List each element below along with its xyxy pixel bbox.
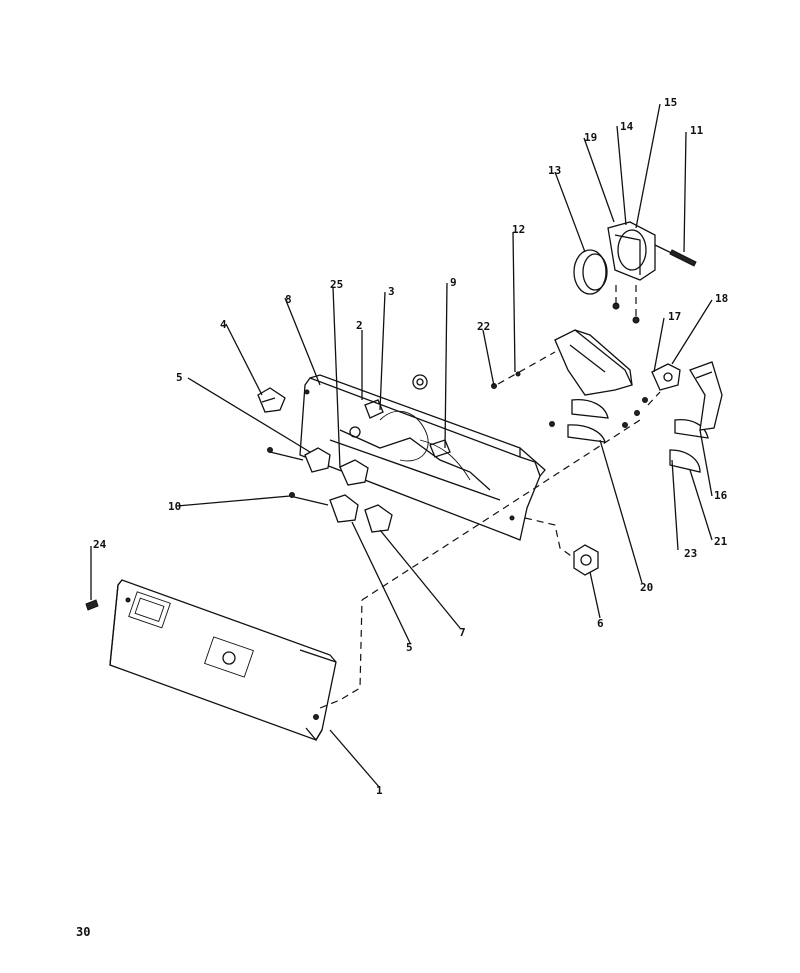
switch-part-5a <box>269 447 331 473</box>
flap-parts-20 <box>567 399 609 443</box>
callout-5-upper: 5 <box>176 371 183 384</box>
switch-part-5b <box>289 494 359 523</box>
callout-21: 21 <box>714 535 728 548</box>
callout-9: 9 <box>450 276 457 289</box>
callout-10: 10 <box>168 500 181 513</box>
front-panel <box>109 579 337 742</box>
callout-23: 23 <box>684 547 697 560</box>
callout-5-lower: 5 <box>406 641 413 654</box>
callout-14: 14 <box>620 120 634 133</box>
callout-11: 11 <box>690 124 704 137</box>
callout-18: 18 <box>715 292 728 305</box>
callout-16: 16 <box>714 489 728 502</box>
callout-6: 6 <box>597 617 604 630</box>
knob-part-3 <box>412 374 428 390</box>
leader-lines <box>90 103 713 789</box>
connector-part-6 <box>573 544 599 576</box>
switch-part-25 <box>339 459 369 486</box>
callout-3: 3 <box>388 285 395 298</box>
callout-20: 20 <box>640 581 653 594</box>
callout-24: 24 <box>93 538 107 551</box>
callout-labels: 1 2 3 4 5 5 6 7 8 9 10 11 12 13 14 15 16… <box>93 96 728 797</box>
callout-2: 2 <box>356 319 363 332</box>
callout-22: 22 <box>477 320 490 333</box>
lever-part-16 <box>689 361 723 431</box>
callout-12: 12 <box>512 223 525 236</box>
switch-part-7 <box>364 504 393 533</box>
callout-17: 17 <box>668 310 681 323</box>
flap-parts-right <box>669 419 709 473</box>
motor-assembly <box>573 221 697 295</box>
callout-15: 15 <box>664 96 677 109</box>
callout-4: 4 <box>220 318 227 331</box>
callout-1: 1 <box>376 784 383 797</box>
callout-13: 13 <box>548 164 561 177</box>
chute-assembly <box>515 329 633 396</box>
solenoid-part-18 <box>651 363 681 391</box>
main-bracket <box>299 374 546 541</box>
screw-part-24 <box>85 599 99 611</box>
callout-25: 25 <box>330 278 343 291</box>
dashed-leaders <box>319 285 661 709</box>
screws-left <box>267 447 295 498</box>
callout-8: 8 <box>285 293 292 306</box>
callout-19: 19 <box>584 131 597 144</box>
page-number: 30 <box>76 925 91 939</box>
switch-part-4 <box>257 387 286 413</box>
callout-7: 7 <box>459 626 466 639</box>
